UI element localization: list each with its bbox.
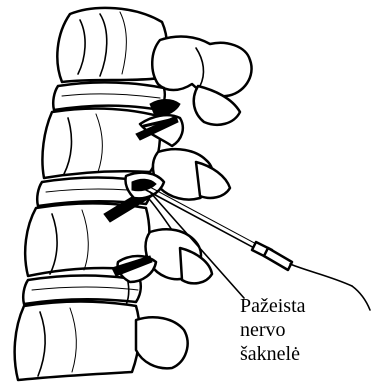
disc-lower xyxy=(23,276,141,305)
spinous-process-middle xyxy=(153,149,230,199)
vertebra-body-second xyxy=(42,109,160,178)
nerve-root-label: Pažeista nervo šaknelė xyxy=(240,294,306,366)
spinous-process-lower xyxy=(146,229,213,283)
vertebra-body-lower xyxy=(15,302,188,381)
label-line-2: nervo xyxy=(240,318,306,342)
label-line-1: Pažeista xyxy=(240,294,306,318)
label-line-3: šaknelė xyxy=(240,342,306,366)
disc-upper xyxy=(53,82,165,110)
vertebra-body-upper xyxy=(57,8,167,82)
